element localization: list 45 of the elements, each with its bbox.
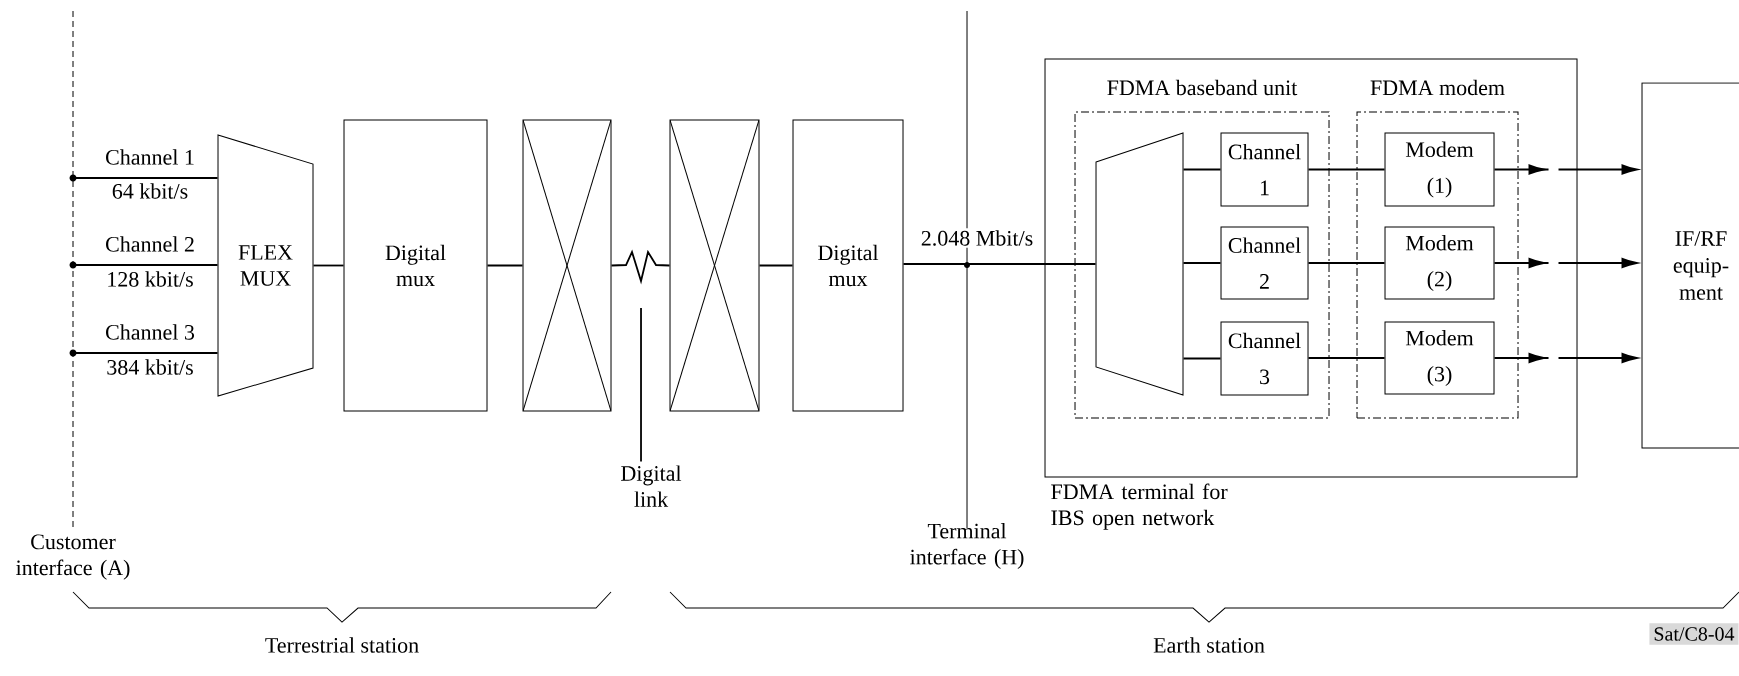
node-label: FDMA modem [1370,79,1505,96]
connector-line [73,264,219,266]
modem-box: Modem (2) [1384,226,1495,300]
connector-line [902,263,1097,265]
modem-box: Modem (3) [1384,321,1495,395]
connector-line [1307,168,1386,171]
modem-box: Modem (1) [1384,132,1495,207]
channel-box: Channel 2 [1220,226,1309,300]
equipment-box: IF/RF equip- ment [1641,82,1739,449]
node-label: FDMA terminal for IBS open network [1051,483,1228,530]
connector-line [312,264,345,267]
arrow [1493,257,1638,269]
connector-line [73,177,219,179]
connector-line [1307,357,1386,359]
edge-label: Channel 3 [103,322,197,342]
rate-label: 384 kbit/s [107,359,193,375]
rate-label: 128 kbit/s [108,271,193,287]
arrow [1493,352,1638,364]
edge-label: Channel 1 [103,147,197,167]
connector-line [486,264,524,267]
edge-label: 2.048 Mbit/s [918,228,1036,248]
demultiplexer-trapezoid [1095,132,1184,396]
edge-label: Channel 2 [103,234,197,254]
connector-line [73,352,219,354]
interface-label: Terminal interface (H) [910,523,1024,569]
connector-line [610,249,671,285]
channel-box: Channel 1 [1220,132,1309,207]
channel-box: Channel 3 [1220,321,1309,396]
connector-line [758,264,794,267]
link-label: Digital link [621,465,682,507]
station-label: Earth station [1153,637,1265,653]
station-label: Terrestrial station [265,637,419,653]
crossed-box [522,119,612,412]
mux-box: Digital mux [343,119,488,412]
rate-label: 64 kbit/s [112,183,188,199]
crossed-box [669,119,760,412]
connector-line [1182,262,1222,264]
multiplexer-trapezoid: FLEX MUX [217,134,314,397]
connector-line [1182,357,1222,360]
connector-line [1307,262,1386,264]
connector-line [1182,168,1222,171]
node-label: FDMA baseband unit [1107,79,1298,96]
mux-box: Digital mux [792,119,904,412]
leader-line [640,307,642,463]
figure-number: Sat/C8-04 [1649,623,1739,645]
